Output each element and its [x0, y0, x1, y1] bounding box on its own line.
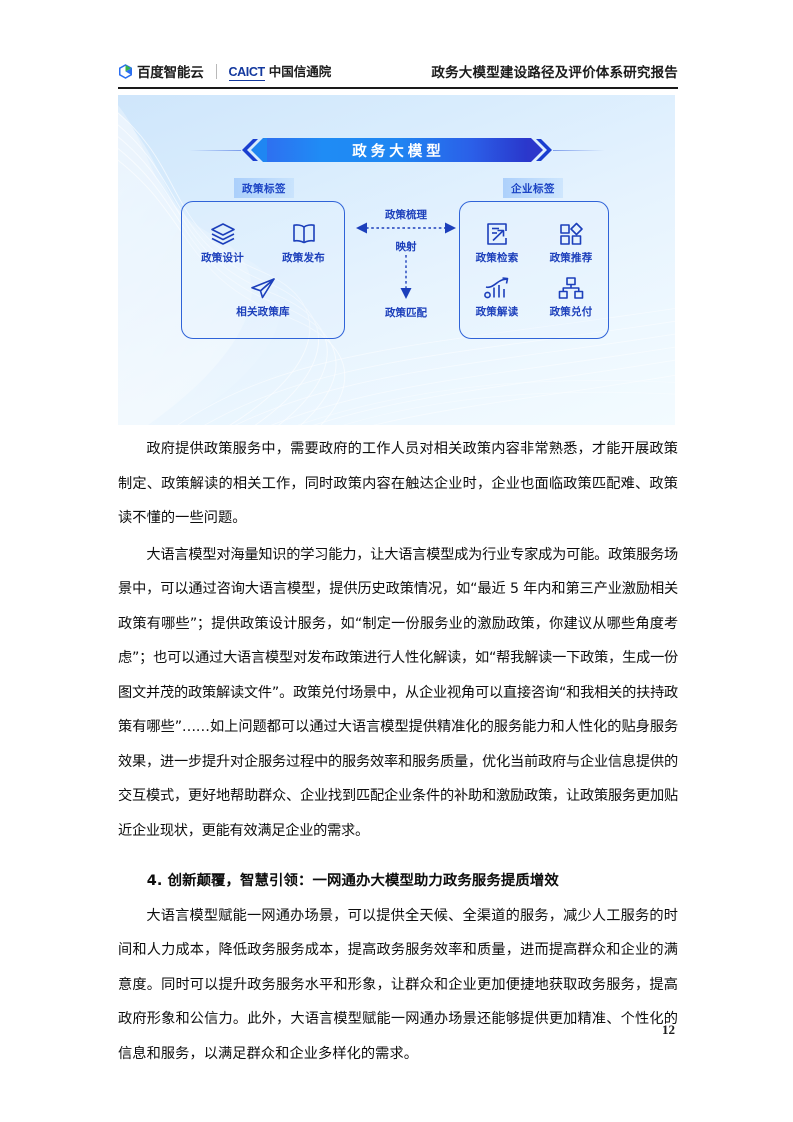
node-label: 政策发布: [282, 252, 325, 264]
background-wave-decoration: [118, 105, 675, 425]
node-label: 相关政策库: [236, 306, 290, 318]
layers-icon: [209, 221, 237, 247]
node-policy-search: 政策检索: [460, 216, 534, 270]
paragraph-policy-service: 政府提供政策服务中，需要政府的工作人员对相关政策内容非常熟悉，才能开展政策制定、…: [118, 441, 678, 526]
bar-chart-trend-icon: [483, 275, 511, 301]
caict-chinese-name: 中国信通院: [268, 65, 332, 80]
flow-label-mapping: 映射: [395, 241, 417, 253]
open-book-icon: [290, 221, 318, 247]
node-policy-recommend: 政策推荐: [534, 216, 608, 270]
caict-wordmark: CAICT: [228, 65, 265, 81]
node-label: 政策检索: [475, 252, 519, 264]
node-label: 政策设计: [201, 252, 244, 264]
banner-chevron-left-icon: [241, 138, 267, 162]
flow-label-policy-sorting: 政策梳理: [385, 209, 427, 221]
page-content: 政府提供政策服务中，需要政府的工作人员对相关政策内容非常熟悉，才能开展政策制定、…: [118, 432, 678, 1073]
node-related-policy-library: 相关政策库: [182, 270, 344, 324]
banner-line-right: [552, 150, 605, 151]
brand-divider: [215, 63, 217, 79]
baidu-cloud-mark-icon: [118, 63, 133, 79]
page-header: 百度智能云 CAICT 中国信通院 政务大模型建设路径及评价体系研究报告: [118, 55, 678, 87]
report-title: 政务大模型建设路径及评价体系研究报告: [431, 65, 678, 80]
policy-tag-chip: 政策标签: [234, 178, 294, 198]
node-policy-interpretation: 政策解读: [460, 270, 534, 324]
caict-logo: CAICT 中国信通院: [228, 61, 332, 81]
enterprise-node-grid: 政策检索 政策推荐: [460, 202, 608, 338]
enterprise-tag-panel: 政策检索 政策推荐: [459, 201, 609, 339]
node-policy-payment: 政策兑付: [534, 270, 608, 324]
policy-node-grid: 政策设计 政策发布: [182, 202, 344, 338]
center-mapping-flow: 政策梳理 映射 政策匹配: [354, 207, 458, 331]
diagram-banner: 政务大模型: [188, 135, 605, 165]
paper-plane-icon: [249, 275, 277, 301]
banner-bar: [262, 138, 531, 162]
brand-group: 百度智能云 CAICT 中国信通院: [118, 60, 331, 82]
node-label: 政策解读: [475, 306, 519, 318]
shapes-recommend-icon: [557, 221, 585, 247]
org-chart-icon: [557, 275, 585, 301]
flow-label-policy-matching: 政策匹配: [385, 307, 427, 319]
node-policy-release: 政策发布: [263, 216, 344, 270]
flow-arrows: [356, 222, 456, 299]
section-heading-4: 4. 创新颠覆，智慧引领：一网通办大模型助力政务服务提质增效: [146, 873, 559, 889]
policy-tag-panel: 政策设计 政策发布: [181, 201, 345, 339]
paragraph-one-network-service: 大语言模型赋能一网通办场景，可以提供全天候、全渠道的服务，减少人工服务的时间和人…: [118, 907, 678, 1062]
policy-service-diagram: 政务大模型 政策标签 企业标签 政策设计: [118, 95, 675, 425]
enterprise-tag-chip: 企业标签: [503, 178, 563, 198]
document-search-icon: [483, 221, 511, 247]
paragraph-llm-capability: 大语言模型对海量知识的学习能力，让大语言模型成为行业专家成为可能。政策服务场景中…: [118, 546, 678, 839]
banner-chevron-right-icon: [526, 138, 553, 162]
banner-line-left: [188, 150, 241, 151]
node-label: 政策兑付: [549, 306, 593, 318]
node-policy-design: 政策设计: [182, 216, 263, 270]
page-number: 12: [662, 1022, 675, 1037]
baidu-cloud-wordmark: 百度智能云: [137, 65, 204, 80]
baidu-cloud-logo: 百度智能云: [118, 61, 204, 81]
header-divider-rule: [118, 87, 678, 89]
node-label: 政策推荐: [549, 252, 593, 264]
banner-title: 政务大模型: [352, 143, 445, 160]
